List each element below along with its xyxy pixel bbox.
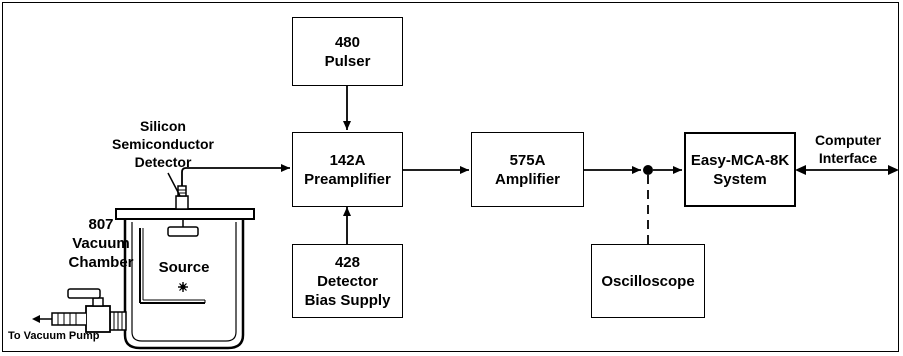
bias-supply-box: 428 Detector Bias Supply <box>292 244 403 318</box>
amplifier-model: 575A <box>509 151 546 169</box>
mca-model: Easy-MCA-8K <box>690 151 790 169</box>
detector-label: Silicon Semiconductor Detector <box>112 118 214 170</box>
vacuum-pump-label: To Vacuum Pump <box>8 330 100 342</box>
amplifier-box: 575A Amplifier <box>471 132 584 207</box>
amplifier-label: Amplifier <box>494 170 560 188</box>
preamp-model: 142A <box>329 151 366 169</box>
bias-label-2: Bias Supply <box>304 291 391 309</box>
oscilloscope-box: Oscilloscope <box>591 244 705 318</box>
bias-label-1: Detector <box>317 272 378 290</box>
oscilloscope-label: Oscilloscope <box>601 272 695 290</box>
preamp-label: Preamplifier <box>304 170 391 188</box>
detector-pointer-line <box>167 172 181 197</box>
detector-to-preamp-line <box>181 164 290 186</box>
bias-model: 428 <box>334 253 360 271</box>
vacuum-chamber-label: 807 Vacuum Chamber <box>68 216 134 271</box>
computer-interface-label: Computer Interface <box>814 132 882 166</box>
preamplifier-box: 142A Preamplifier <box>292 132 403 207</box>
pulser-model: 480 <box>334 33 360 51</box>
source-label: Source <box>158 259 210 276</box>
vacuum-chamber-drawing <box>32 185 255 350</box>
junction-dot <box>643 165 653 175</box>
mca-label: System <box>713 170 767 188</box>
mca-system-box: Easy-MCA-8K System <box>684 132 796 207</box>
pulser-label: Pulser <box>324 52 371 70</box>
pulser-box: 480 Pulser <box>292 17 403 86</box>
